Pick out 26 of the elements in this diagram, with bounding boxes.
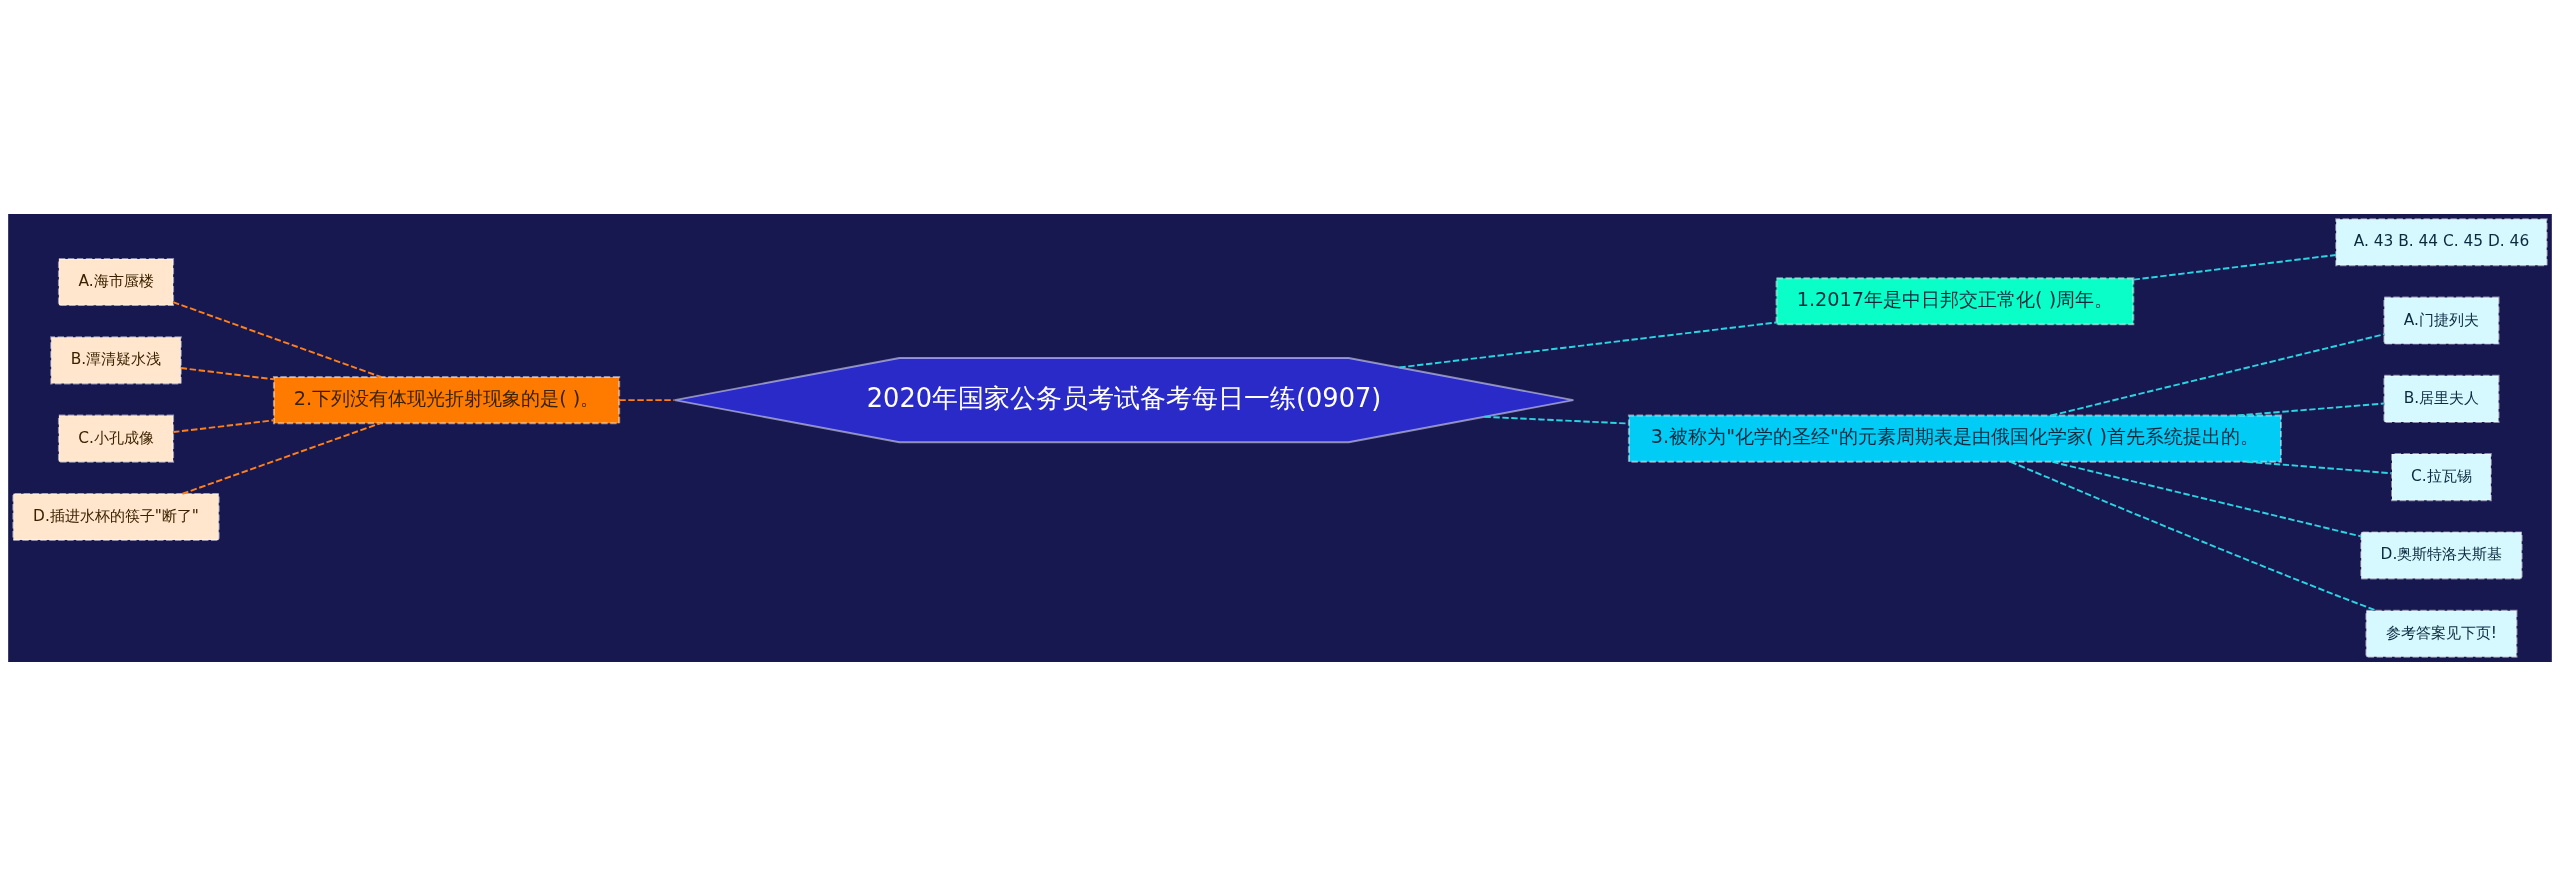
node-box: D.插进水杯的筷子"断了" (12, 492, 220, 541)
node-box: 3.被称为"化学的圣经"的元素周期表是由俄国化学家( )首先系统提出的。 (1627, 414, 2282, 463)
node-box: C.小孔成像 (57, 414, 175, 463)
node-box: 2.下列没有体现光折射现象的是( )。 (272, 375, 621, 424)
node-box: A. 43 B. 44 C. 45 D. 46 (2335, 217, 2548, 266)
connector (2051, 460, 2362, 537)
connector (172, 418, 275, 433)
node-box: B.居里夫人 (2383, 374, 2500, 423)
connector (1483, 415, 1630, 424)
connector (2009, 460, 2378, 611)
node-box: 参考答案见下页! (2365, 609, 2518, 658)
node-box: D.奥斯特洛夫斯基 (2360, 530, 2523, 580)
node-box: A.门捷列夫 (2383, 295, 2500, 345)
node-box: 1.2017年是中日邦交正常化( )周年。 (1775, 276, 2135, 325)
node-box: A.海市蜃楼 (57, 257, 175, 306)
connector (2245, 460, 2393, 474)
connector (1398, 320, 1778, 368)
connector (2050, 332, 2386, 416)
connector (181, 421, 382, 495)
node-box: C.拉瓦锡 (2391, 452, 2492, 501)
connector (2132, 253, 2337, 281)
connector (2236, 402, 2385, 416)
connector (179, 366, 275, 380)
node-box: B.潭清疑水浅 (50, 335, 182, 384)
connector (618, 398, 676, 401)
connector (172, 300, 382, 378)
